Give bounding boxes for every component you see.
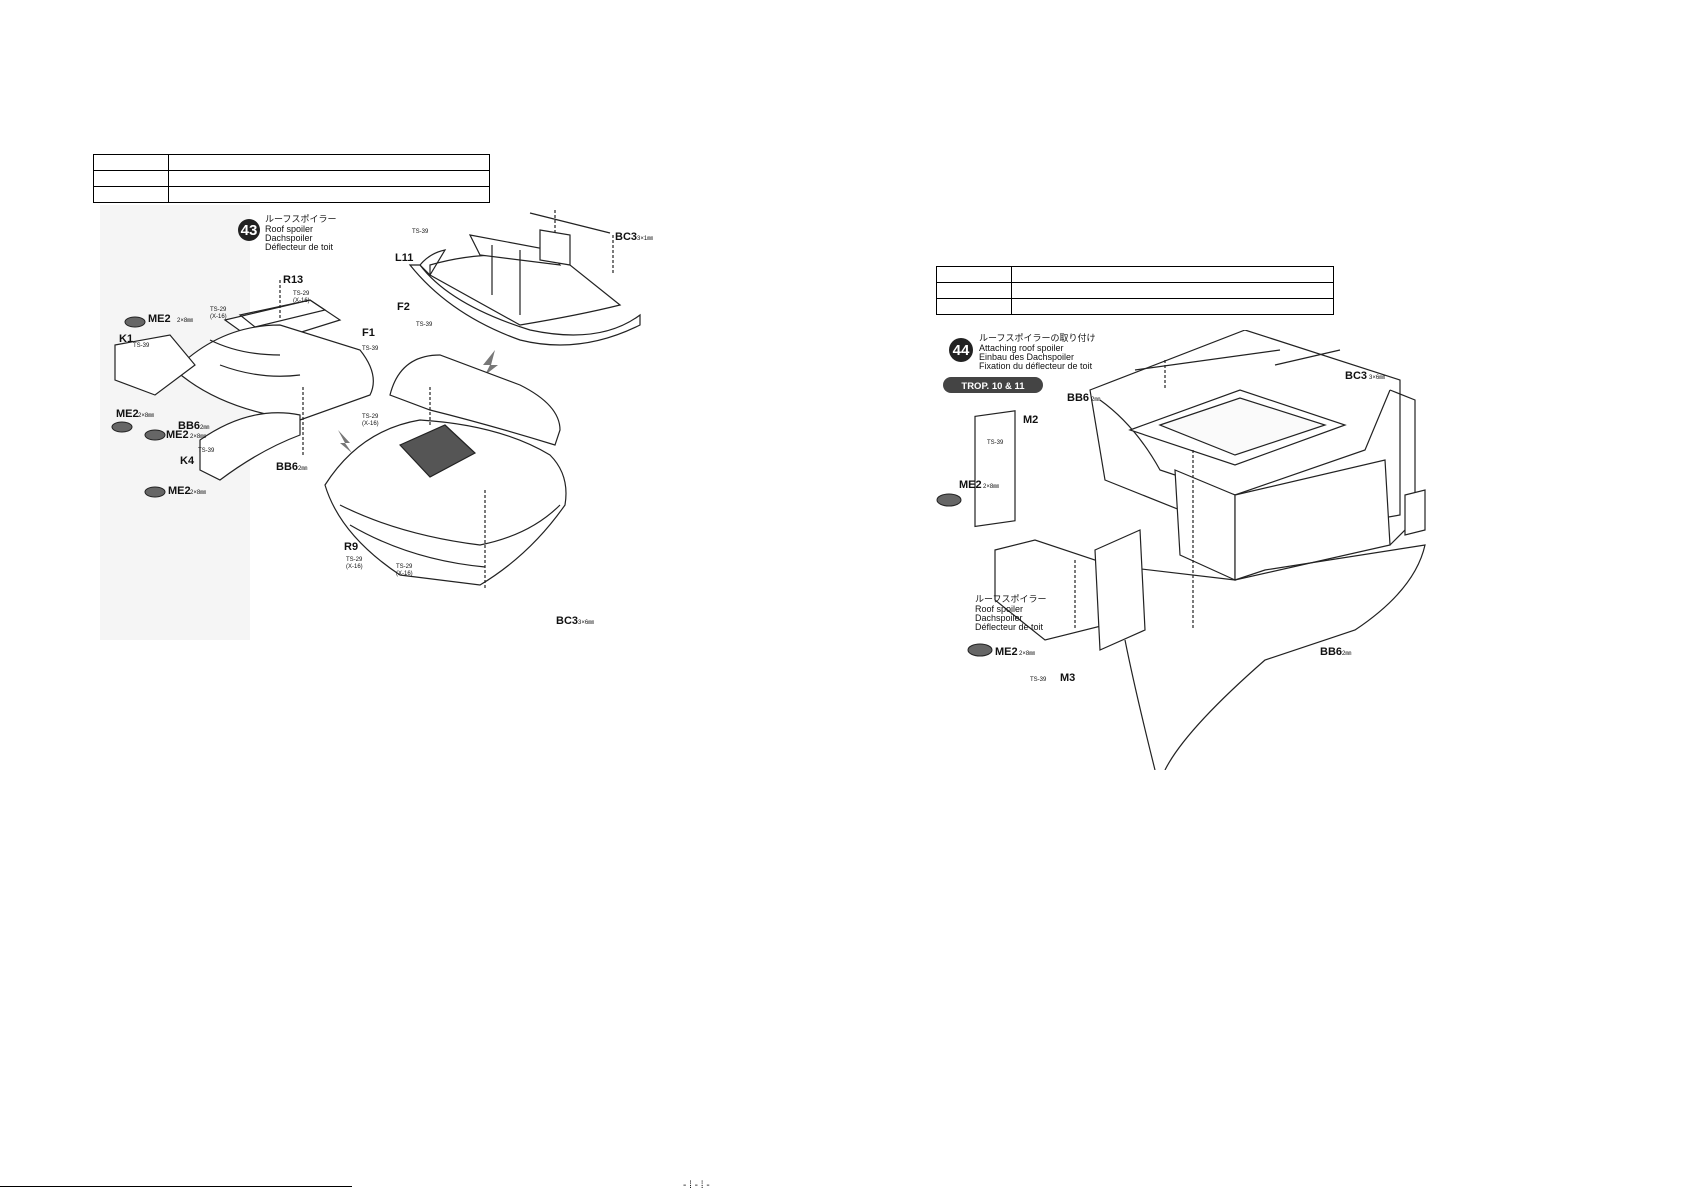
label-bc3-top: BC3: [615, 231, 637, 243]
label-r9: R9: [344, 541, 358, 553]
label-bb6-bottom: BB6: [1320, 646, 1342, 658]
table-row: [936, 282, 1334, 299]
title-jp: ルーフスポイラー: [265, 214, 336, 224]
direction-arrow-icon: [483, 350, 498, 375]
label-x16-b: (X-16): [210, 314, 227, 320]
page-marks: - ⁞ - ⁞ -: [683, 1180, 710, 1191]
step-number-badge: [949, 338, 973, 362]
label-bb6-top-size: 2㎜: [1091, 397, 1100, 403]
step-number: 43: [241, 222, 258, 239]
label-ts29-d: TS-29: [346, 557, 363, 563]
trop-label: TROP. 10 & 11: [961, 381, 1025, 392]
label-m3: M3: [1060, 672, 1075, 684]
body-shell-drawing: [324, 354, 567, 590]
label-me2-b: ME2: [116, 408, 139, 420]
cabin-drawing: [974, 330, 1426, 770]
table-row: [936, 266, 1334, 283]
title-de: Dachspoiler: [265, 233, 313, 243]
label-ts29-c: TS-29: [362, 414, 379, 420]
label-k1: K1: [119, 333, 133, 345]
label-bc3: BC3: [1345, 370, 1367, 382]
label-bc3-size: 3×6㎜: [1369, 375, 1385, 381]
me2-magnet-icons: [936, 493, 993, 657]
label-ts39-k4: TS-39: [198, 448, 215, 454]
label-me2-a: ME2: [959, 479, 982, 491]
table-row: [93, 170, 490, 187]
label-f2: F2: [397, 301, 410, 313]
label-ts39-k1: TS-39: [133, 343, 150, 349]
label-l11: L11: [395, 252, 413, 264]
label-me2-c-size: 2×8㎜: [190, 434, 206, 440]
title-jp: ルーフスポイラーの取り付け: [979, 333, 1095, 343]
label-me2-a-size: 2×8㎜: [177, 318, 193, 324]
table-row: [93, 154, 490, 171]
label-m2: M2: [1023, 414, 1038, 426]
title-en: Roof spoiler: [265, 224, 313, 234]
label-bb6-b: BB6: [276, 461, 298, 473]
parts-table-step-43: [93, 154, 490, 203]
label-bb6-top: BB6: [1067, 392, 1089, 404]
label-bc3-bottom: BC3: [556, 615, 578, 627]
title-fr: Déflecteur de toit: [265, 242, 334, 252]
spoiler-assembly-drawing: [408, 210, 641, 346]
title-en: Attaching roof spoiler: [979, 343, 1064, 353]
label-me2-b-size: 2×8㎜: [138, 413, 154, 419]
label-ts39-m3: TS-39: [1030, 677, 1047, 683]
spoiler-label-en: Roof spoiler: [975, 604, 1023, 614]
label-ts29-e: TS-29: [396, 564, 413, 570]
label-bb6-b-size: 2㎜: [298, 466, 307, 472]
label-x16-e: (X-16): [396, 571, 413, 577]
label-ts39-f1: TS-39: [362, 346, 379, 352]
label-k4: K4: [180, 455, 195, 467]
label-x16-a: (X-16): [293, 298, 310, 304]
title-fr: Fixation du déflecteur de toit: [979, 361, 1093, 371]
trop-badge: [943, 377, 1043, 393]
label-me2-a-size: 2×8㎜: [983, 484, 999, 490]
table-row: [936, 298, 1334, 315]
label-ts39-m2: TS-39: [987, 440, 1004, 446]
label-bb6-bottom-size: 2㎜: [1342, 651, 1351, 657]
spoiler-label-de: Dachspoiler: [975, 613, 1023, 623]
step-43-diagram: 43 ルーフスポイラー Roof spoiler Dachspoiler Déf…: [100, 205, 653, 640]
label-ts29-a: TS-29: [293, 291, 310, 297]
label-x16-d: (X-16): [346, 564, 363, 570]
footer-rule: [0, 1186, 352, 1187]
spoiler-label-fr: Déflecteur de toit: [975, 622, 1044, 632]
label-me2-d: ME2: [168, 485, 191, 497]
label-ts39-top: TS-39: [412, 229, 429, 235]
table-row: [93, 186, 490, 203]
label-bc3-top-size: 3×1㎜: [637, 236, 653, 242]
step-number-badge: [238, 219, 260, 241]
label-me2-b-size: 2×8㎜: [1019, 651, 1035, 657]
label-ts29-b: TS-29: [210, 307, 227, 313]
label-me2-a: ME2: [148, 313, 171, 325]
label-bc3-bottom-size: 3×6㎜: [578, 620, 594, 626]
label-bb6-a-size: 2㎜: [200, 425, 209, 431]
parts-table-step-44: [936, 266, 1334, 315]
label-me2-c: ME2: [166, 429, 189, 441]
label-x16-c: (X-16): [362, 421, 379, 427]
title-de: Einbau des Dachspoiler: [979, 352, 1074, 362]
spoiler-label-jp: ルーフスポイラー: [975, 594, 1046, 604]
label-ts39-f2: TS-39: [416, 322, 433, 328]
exploded-parts-drawing: [114, 280, 374, 481]
step-number: 44: [953, 342, 970, 359]
label-r13: R13: [283, 274, 303, 286]
label-me2-d-size: 2×8㎜: [190, 490, 206, 496]
label-me2-b: ME2: [995, 646, 1018, 658]
direction-arrow-icon: [338, 430, 352, 453]
me2-magnet-icons: [111, 316, 166, 498]
step-44-diagram: 44 ルーフスポイラーの取り付け Attaching roof spoiler …: [936, 330, 1426, 770]
label-bb6-a: BB6: [178, 420, 200, 432]
label-f1: F1: [362, 327, 375, 339]
